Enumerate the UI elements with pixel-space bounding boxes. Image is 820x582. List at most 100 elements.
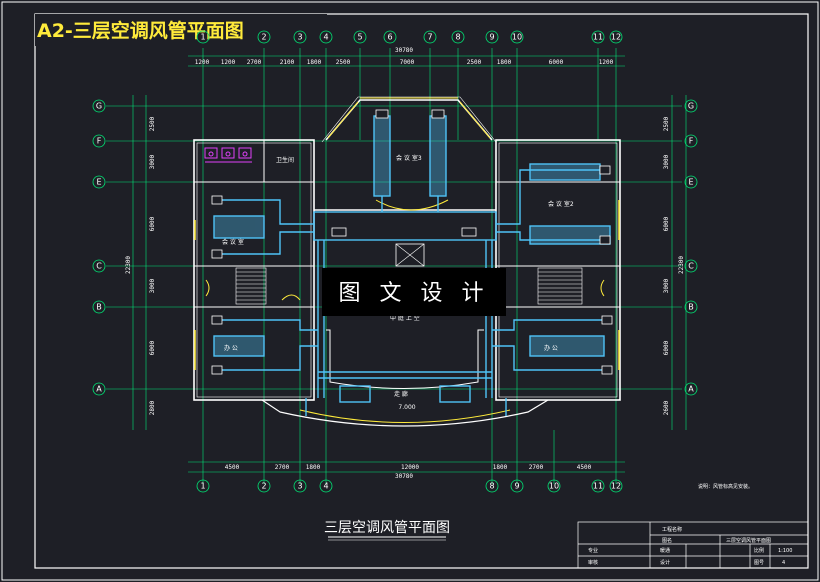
tb-number-label: 图号 (754, 560, 764, 566)
left-dim-2: 6000 (149, 216, 156, 231)
top-axis-bubble-5: 5 (353, 30, 367, 44)
room-office-right: 办 公 (544, 344, 558, 352)
duct-shading (214, 116, 610, 356)
top-axis-bubble-11-label: 11 (593, 33, 603, 42)
top-axis-bubble-11: 11 (591, 30, 605, 44)
top-axis-bubble-6-label: 6 (387, 33, 392, 42)
right-axis-bubble-E: E (684, 175, 698, 189)
top-axis-bubble-4: 4 (319, 30, 333, 44)
left-axis-bubble-B-label: B (96, 303, 102, 312)
left-axis-bubble-G: G (92, 99, 106, 113)
bottom-axis-bubble-1: 1 (196, 479, 210, 493)
bottom-axis-bubble-12-label: 12 (611, 482, 621, 491)
bottom-dim-4: 1800 (493, 464, 508, 471)
top-dim-2: 2700 (247, 59, 262, 66)
right-axis-bubble-B: B (684, 300, 698, 314)
top-axis-bubble-8-label: 8 (455, 33, 460, 42)
bottom-axis-bubble-3: 3 (293, 479, 307, 493)
left-axis-bubble-C-label: C (96, 262, 102, 271)
left-total-dimension: 22300 (125, 256, 132, 274)
bottom-dim-0: 4500 (225, 464, 240, 471)
left-dim-0: 2500 (149, 116, 156, 131)
right-axis-bubble-F-label: F (689, 137, 694, 146)
top-dim-1: 1200 (221, 59, 236, 66)
bottom-dim-5: 2700 (529, 464, 544, 471)
left-dim-4: 6000 (149, 340, 156, 355)
top-axis-bubble-3-label: 3 (297, 33, 302, 42)
right-axis-bubble-G-label: G (688, 102, 694, 111)
left-axis-bubble-A: A (92, 382, 106, 396)
left-dim-1: 3000 (149, 154, 156, 169)
top-axis-bubble-1-label: 1 (200, 33, 205, 42)
bottom-axis-bubble-8: 8 (485, 479, 499, 493)
top-axis-bubble-10-label: 10 (512, 33, 522, 42)
right-axis-bubble-A-label: A (688, 385, 694, 394)
right-dim-3: 3000 (663, 278, 670, 293)
top-axis-bubble-8: 8 (451, 30, 465, 44)
bottom-axis-bubble-9-label: 9 (514, 482, 519, 491)
left-axis-bubble-G-label: G (96, 102, 102, 111)
room-atrium: 中 庭 上 空 (390, 314, 420, 322)
right-dim-0: 2500 (663, 116, 670, 131)
left-axis-bubble-B: B (92, 300, 106, 314)
bottom-dim-3: 12000 (401, 464, 419, 471)
left-axis-bubble-A-label: A (96, 385, 102, 394)
left-axis-bubble-F-label: F (97, 137, 102, 146)
right-axis-bubble-C: C (684, 259, 698, 273)
title-bg (35, 14, 327, 46)
top-total-dimension: 30780 (395, 47, 413, 54)
bottom-dimensions: 4500 2700 1800 12000 1800 2700 4500 (225, 464, 592, 471)
right-dim-4: 6000 (663, 340, 670, 355)
right-axis-bubble-E-label: E (688, 178, 693, 187)
right-axis-bubble-G: G (684, 99, 698, 113)
bottom-dim-2: 1800 (306, 464, 321, 471)
windows (194, 97, 620, 423)
right-axis-bubble-B-label: B (688, 303, 694, 312)
left-dim-5: 2800 (149, 400, 156, 415)
tb-project: 工程名称 (662, 526, 682, 533)
tb-drawing-label: 图名 (662, 537, 672, 544)
bottom-axis-bubble-11: 11 (591, 479, 605, 493)
air-diffusers (211, 109, 613, 375)
bottom-dim-6: 4500 (577, 464, 592, 471)
tb-discipline-label: 专业 (588, 547, 598, 554)
room-office-left: 办 公 (224, 344, 238, 352)
floor-elevation: 7.000 (398, 404, 415, 411)
watermark-bg (322, 268, 506, 316)
bottom-axis-bubble-2: 2 (257, 479, 271, 493)
bottom-total-dimension: 30780 (395, 473, 413, 480)
tb-drawing-name: 三层空调风管平面图 (726, 537, 771, 544)
room-corridor: 走 廊 (394, 390, 408, 398)
top-axis-bubble-4-label: 4 (323, 33, 328, 42)
tb-discipline: 暖通 (660, 547, 670, 554)
toilet-fixtures (204, 147, 252, 163)
bottom-axis-bubble-11-label: 11 (593, 482, 603, 491)
top-axis-bubble-1: 1 (196, 30, 210, 44)
right-dim-1: 3000 (663, 154, 670, 169)
right-axis-bubble-C-label: C (688, 262, 694, 271)
top-dim-7: 2500 (467, 59, 482, 66)
top-axis-bubble-3: 3 (293, 30, 307, 44)
tb-design: 设计 (660, 559, 670, 566)
right-axis-bubble-F: F (684, 134, 698, 148)
drawing-main-title: A2-三层空调风管平面图 (37, 19, 244, 42)
top-axis-bubble-9: 9 (485, 30, 499, 44)
bottom-axis-bubble-1-label: 1 (200, 482, 205, 491)
left-axis-bubble-E: E (92, 175, 106, 189)
top-axis-bubble-7: 7 (423, 30, 437, 44)
top-axis-bubble-10: 10 (510, 30, 524, 44)
bottom-axis-bubble-4-label: 4 (323, 482, 328, 491)
left-axis-bubbles: G F E C B A (92, 99, 106, 396)
bottom-dim-1: 2700 (275, 464, 290, 471)
room-meeting-3: 会 议 室3 (396, 154, 422, 162)
right-dim-5: 2600 (663, 400, 670, 415)
top-axis-bubble-9-label: 9 (489, 33, 494, 42)
top-axis-bubble-2-label: 2 (261, 33, 266, 42)
top-axis-bubble-5-label: 5 (357, 33, 362, 42)
left-axis-bubble-F: F (92, 134, 106, 148)
top-axis-bubble-12-label: 12 (611, 33, 621, 42)
tb-review: 审核 (588, 559, 598, 566)
